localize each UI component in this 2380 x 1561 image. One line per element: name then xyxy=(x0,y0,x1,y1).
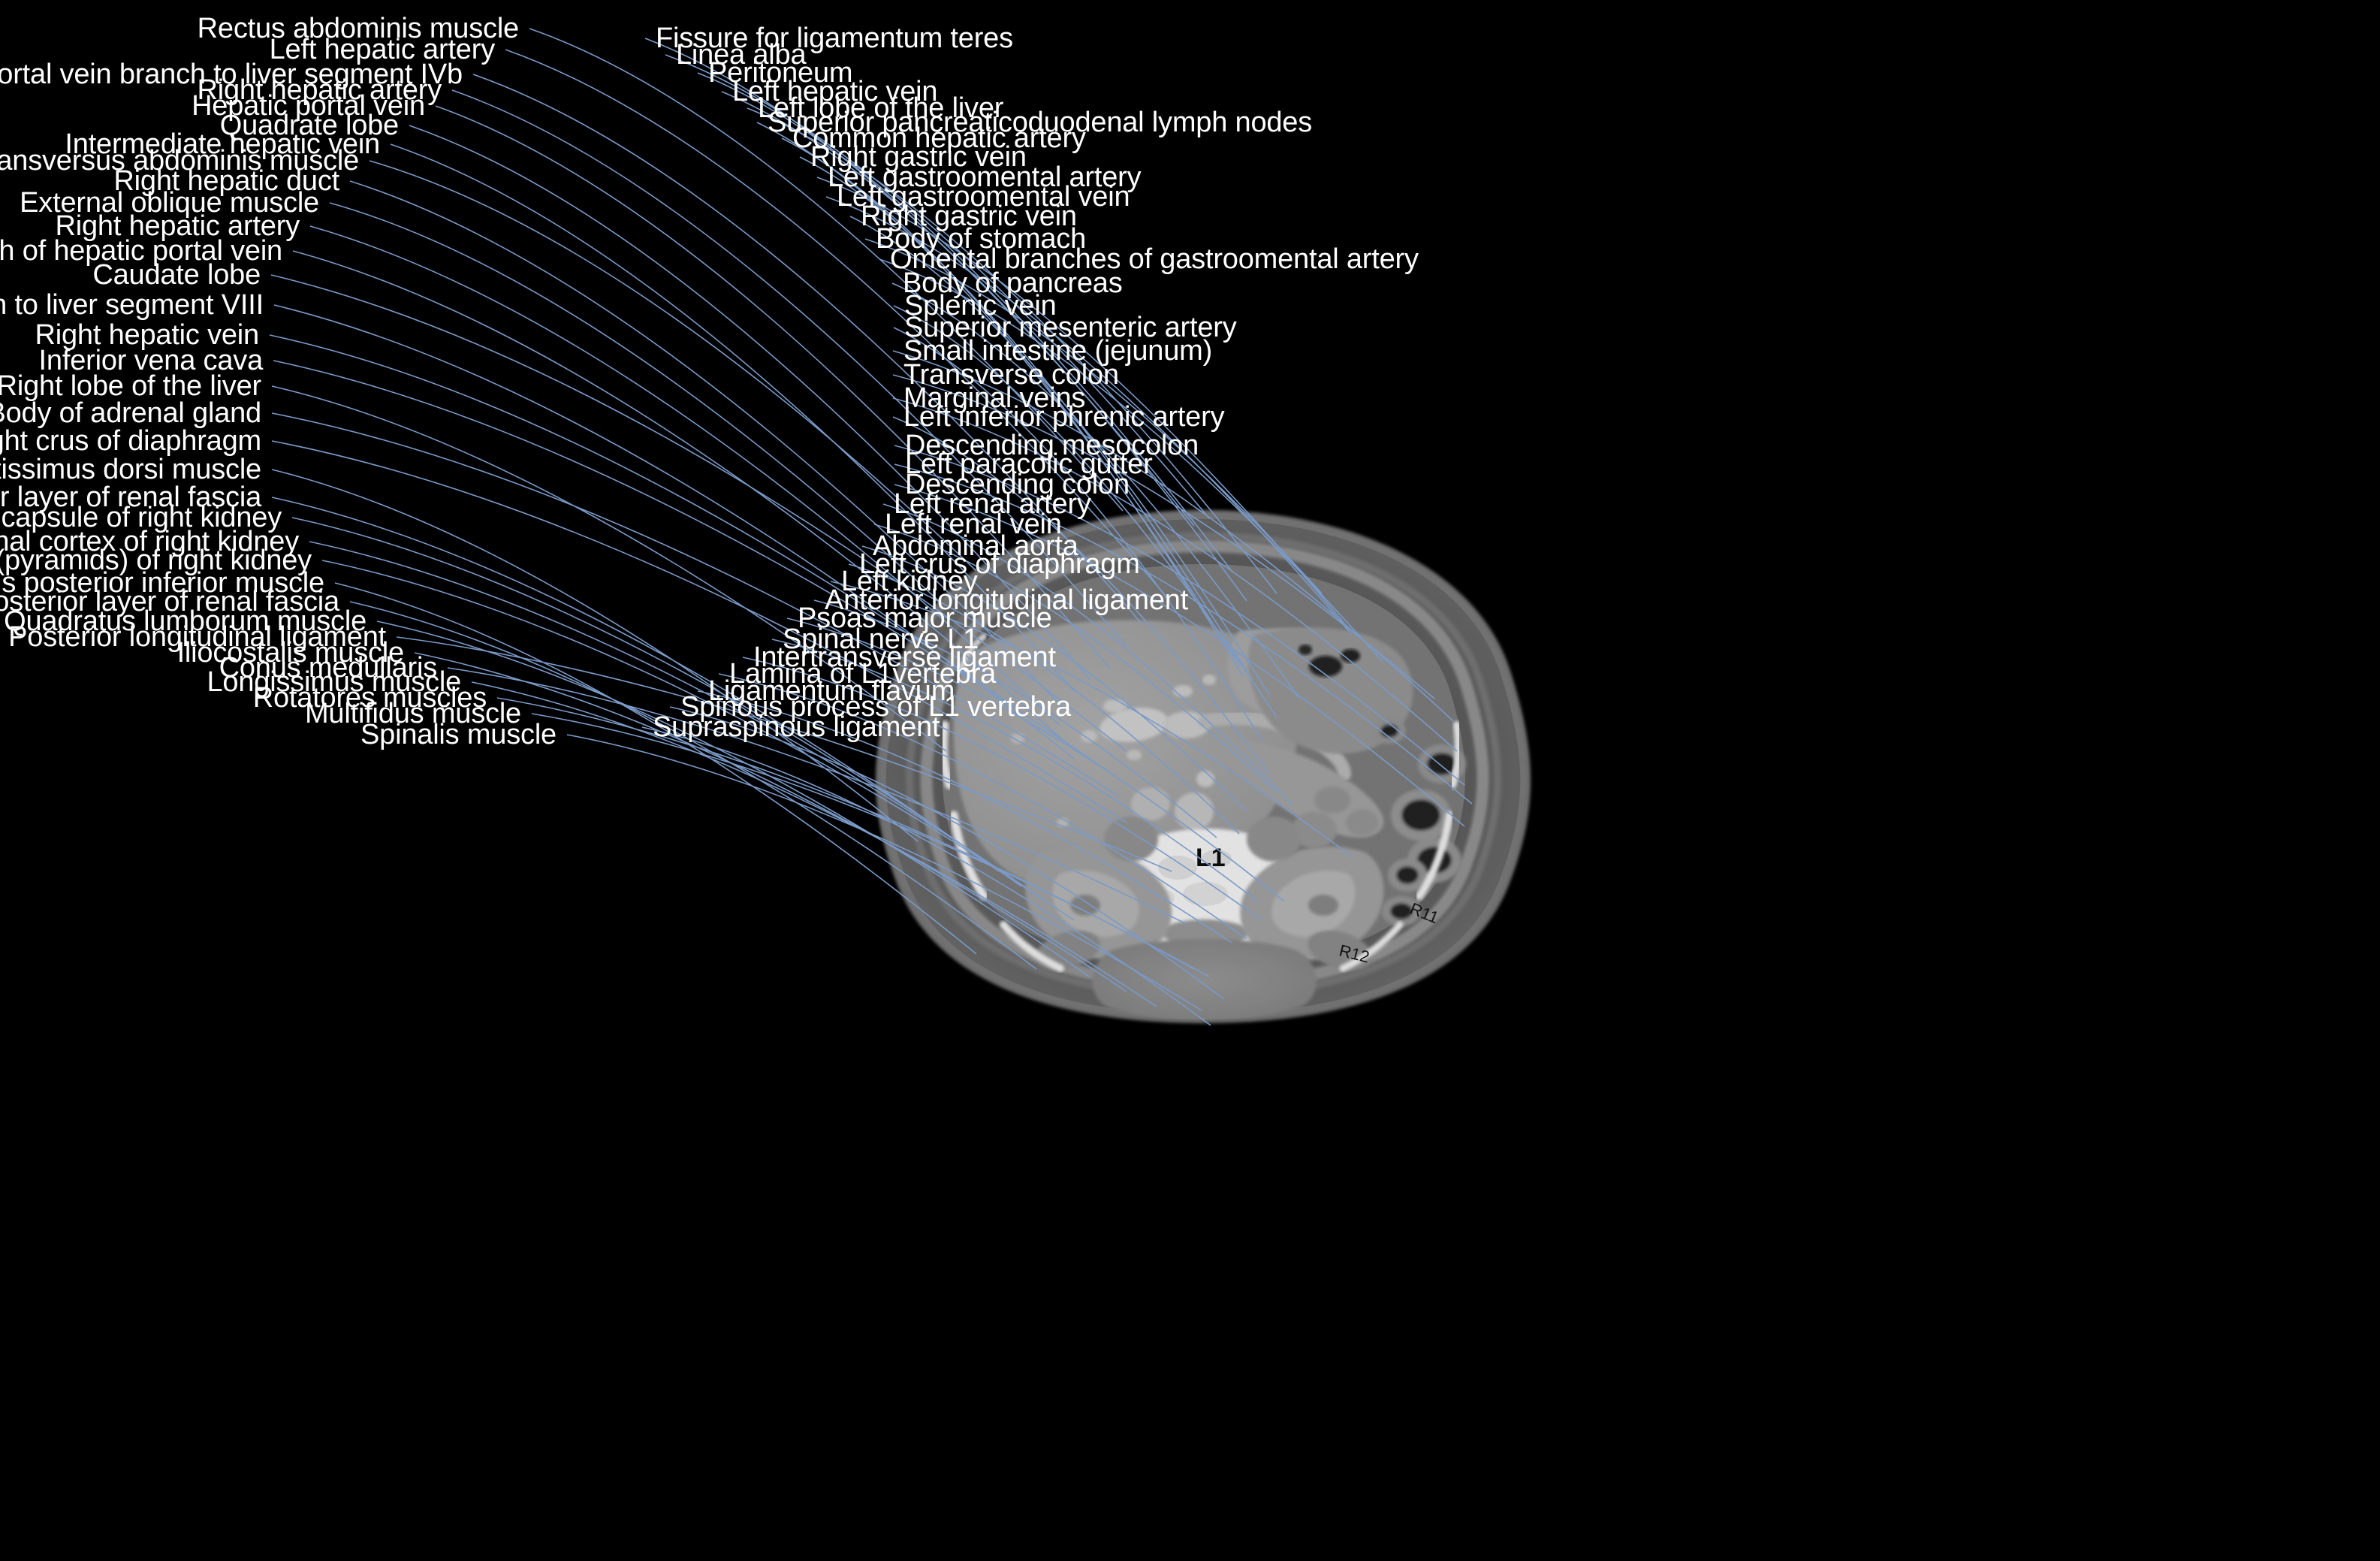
anatomy-label: Left paracolic gutter xyxy=(905,448,1153,480)
anatomy-label: Hepatic portal vein xyxy=(192,90,425,122)
anatomy-label: Renal capsule of right kidney xyxy=(0,502,282,533)
anatomy-label: Splenic vein xyxy=(904,290,1057,322)
anatomy-label: Ligamentum flavum xyxy=(708,675,955,707)
anatomy-label: Medulla (pyramids) of right kidney xyxy=(0,545,312,576)
anatomy-label: Intermediate hepatic vein xyxy=(65,128,380,160)
leader-line xyxy=(329,202,940,602)
anatomy-label: Right branch of hepatic portal vein xyxy=(0,235,282,267)
anatomy-label: Left inferior phrenic artery xyxy=(903,401,1225,433)
anatomy-label: Serratus posterior inferior muscle xyxy=(0,567,324,599)
anatomy-label: Right gastric vein xyxy=(861,201,1077,232)
anatomy-label: Superior mesenteric artery xyxy=(904,312,1237,343)
anatomy-label: Spinous process of L1 vertebra xyxy=(680,691,1071,723)
anatomy-label: Iliocostalis muscle xyxy=(176,637,405,669)
anatomy-label: Common hepatic artery xyxy=(792,122,1086,154)
anatomy-label: Supraspinous ligament xyxy=(653,711,940,743)
anatomy-label: Lamina of L1vertebra xyxy=(729,658,997,690)
anatomy-label: Left crus of diaphragm xyxy=(859,548,1140,580)
anatomy-label: Left gastroomental vein xyxy=(837,181,1130,213)
anatomy-label: Posterior longitudinal ligament xyxy=(8,621,386,653)
anatomy-label: Transverse colon xyxy=(903,359,1119,391)
anatomy-label: Rotatores muscles xyxy=(252,682,487,714)
anatomy-label: Intertransverse ligament xyxy=(753,642,1056,673)
anatomy-label: Left kidney xyxy=(841,566,978,597)
anatomy-label: Quadrate lobe xyxy=(219,110,399,141)
anatomy-label: Body of pancreas xyxy=(903,267,1123,299)
anatomy-label: Right hepatic artery xyxy=(55,210,300,242)
anatomy-label: Left lobe of the liver xyxy=(758,92,1004,124)
anatomy-label: Abdominal aorta xyxy=(873,530,1078,562)
anatomy-label: Marginal veins xyxy=(903,382,1086,414)
anatomy-label: Body of adrenal gland xyxy=(0,397,261,429)
anatomy-label: Small intestine (jejunum) xyxy=(903,335,1213,367)
anatomy-label: Quadratus lumborum muscle xyxy=(4,605,367,637)
anatomy-label: Rectus abdominis muscle xyxy=(197,13,520,44)
anatomy-label: Left hepatic vein xyxy=(732,76,938,107)
anatomy-label: Multifidus muscle xyxy=(304,698,521,729)
anatomy-label: Right lobe of the liver xyxy=(0,370,261,402)
anatomy-label: External oblique muscle xyxy=(20,187,319,219)
anatomy-label: Right gastric vein xyxy=(810,141,1027,173)
anatomy-label: Left renal artery xyxy=(894,488,1091,520)
anatomy-label: Transversus abdominis muscle xyxy=(0,145,359,177)
anatomy-label: Superior pancreaticoduodenal lymph nodes xyxy=(768,107,1313,138)
anatomy-label: Renal cortex of right kidney xyxy=(0,526,299,557)
anatomy-label: Descending mesocolon xyxy=(905,430,1199,461)
ct-vertebra-label-l1: L1 xyxy=(1196,844,1226,872)
anatomy-label: Portal vein branch to liver segment VIII xyxy=(0,289,264,321)
anatomy-label: Posterior layer of renal fascia xyxy=(0,586,339,617)
anatomy-label: Right hepatic duct xyxy=(113,165,339,197)
anatomy-label: Omental branches of gastroomental artery xyxy=(890,243,1419,275)
anatomy-label: Fissure for ligamentum teres xyxy=(656,23,1013,54)
anatomy-label: Right crus of diaphragm xyxy=(0,425,261,457)
anatomy-label: Inferior vena cava xyxy=(38,345,264,376)
anatomy-label: Peritoneum xyxy=(708,57,853,89)
anatomy-label: Right hepatic artery xyxy=(197,74,442,106)
anatomy-label: Left gastroomental artery xyxy=(828,162,1142,193)
anatomy-label: Spinalis muscle xyxy=(360,719,557,750)
anatomy-label: Caudate lobe xyxy=(92,259,261,291)
anatomy-label: Descending colon xyxy=(905,469,1130,500)
anatomy-label: Left renal vein xyxy=(885,509,1062,540)
anatomy-label: Conus medullaris xyxy=(219,652,438,684)
anatomy-label: Psoas major muscle xyxy=(798,602,1052,634)
anatomy-label: Latissimus dorsi muscle xyxy=(0,454,261,485)
anatomy-label: Portal vein branch to liver segment IVb xyxy=(0,59,463,90)
anatomy-label: Anterior longitudinal ligament xyxy=(825,584,1189,616)
anatomy-label: Body of stomach xyxy=(876,223,1087,255)
anatomy-label: Spinal nerve L1 xyxy=(783,623,979,655)
anatomy-label: Longissimus muscle xyxy=(207,666,461,698)
anatomy-label: Left hepatic artery xyxy=(269,34,496,65)
anatomy-label: Right hepatic vein xyxy=(35,319,260,351)
anatomy-label: Anterior layer of renal fascia xyxy=(0,482,261,513)
anatomy-label: Linea alba xyxy=(676,39,807,71)
